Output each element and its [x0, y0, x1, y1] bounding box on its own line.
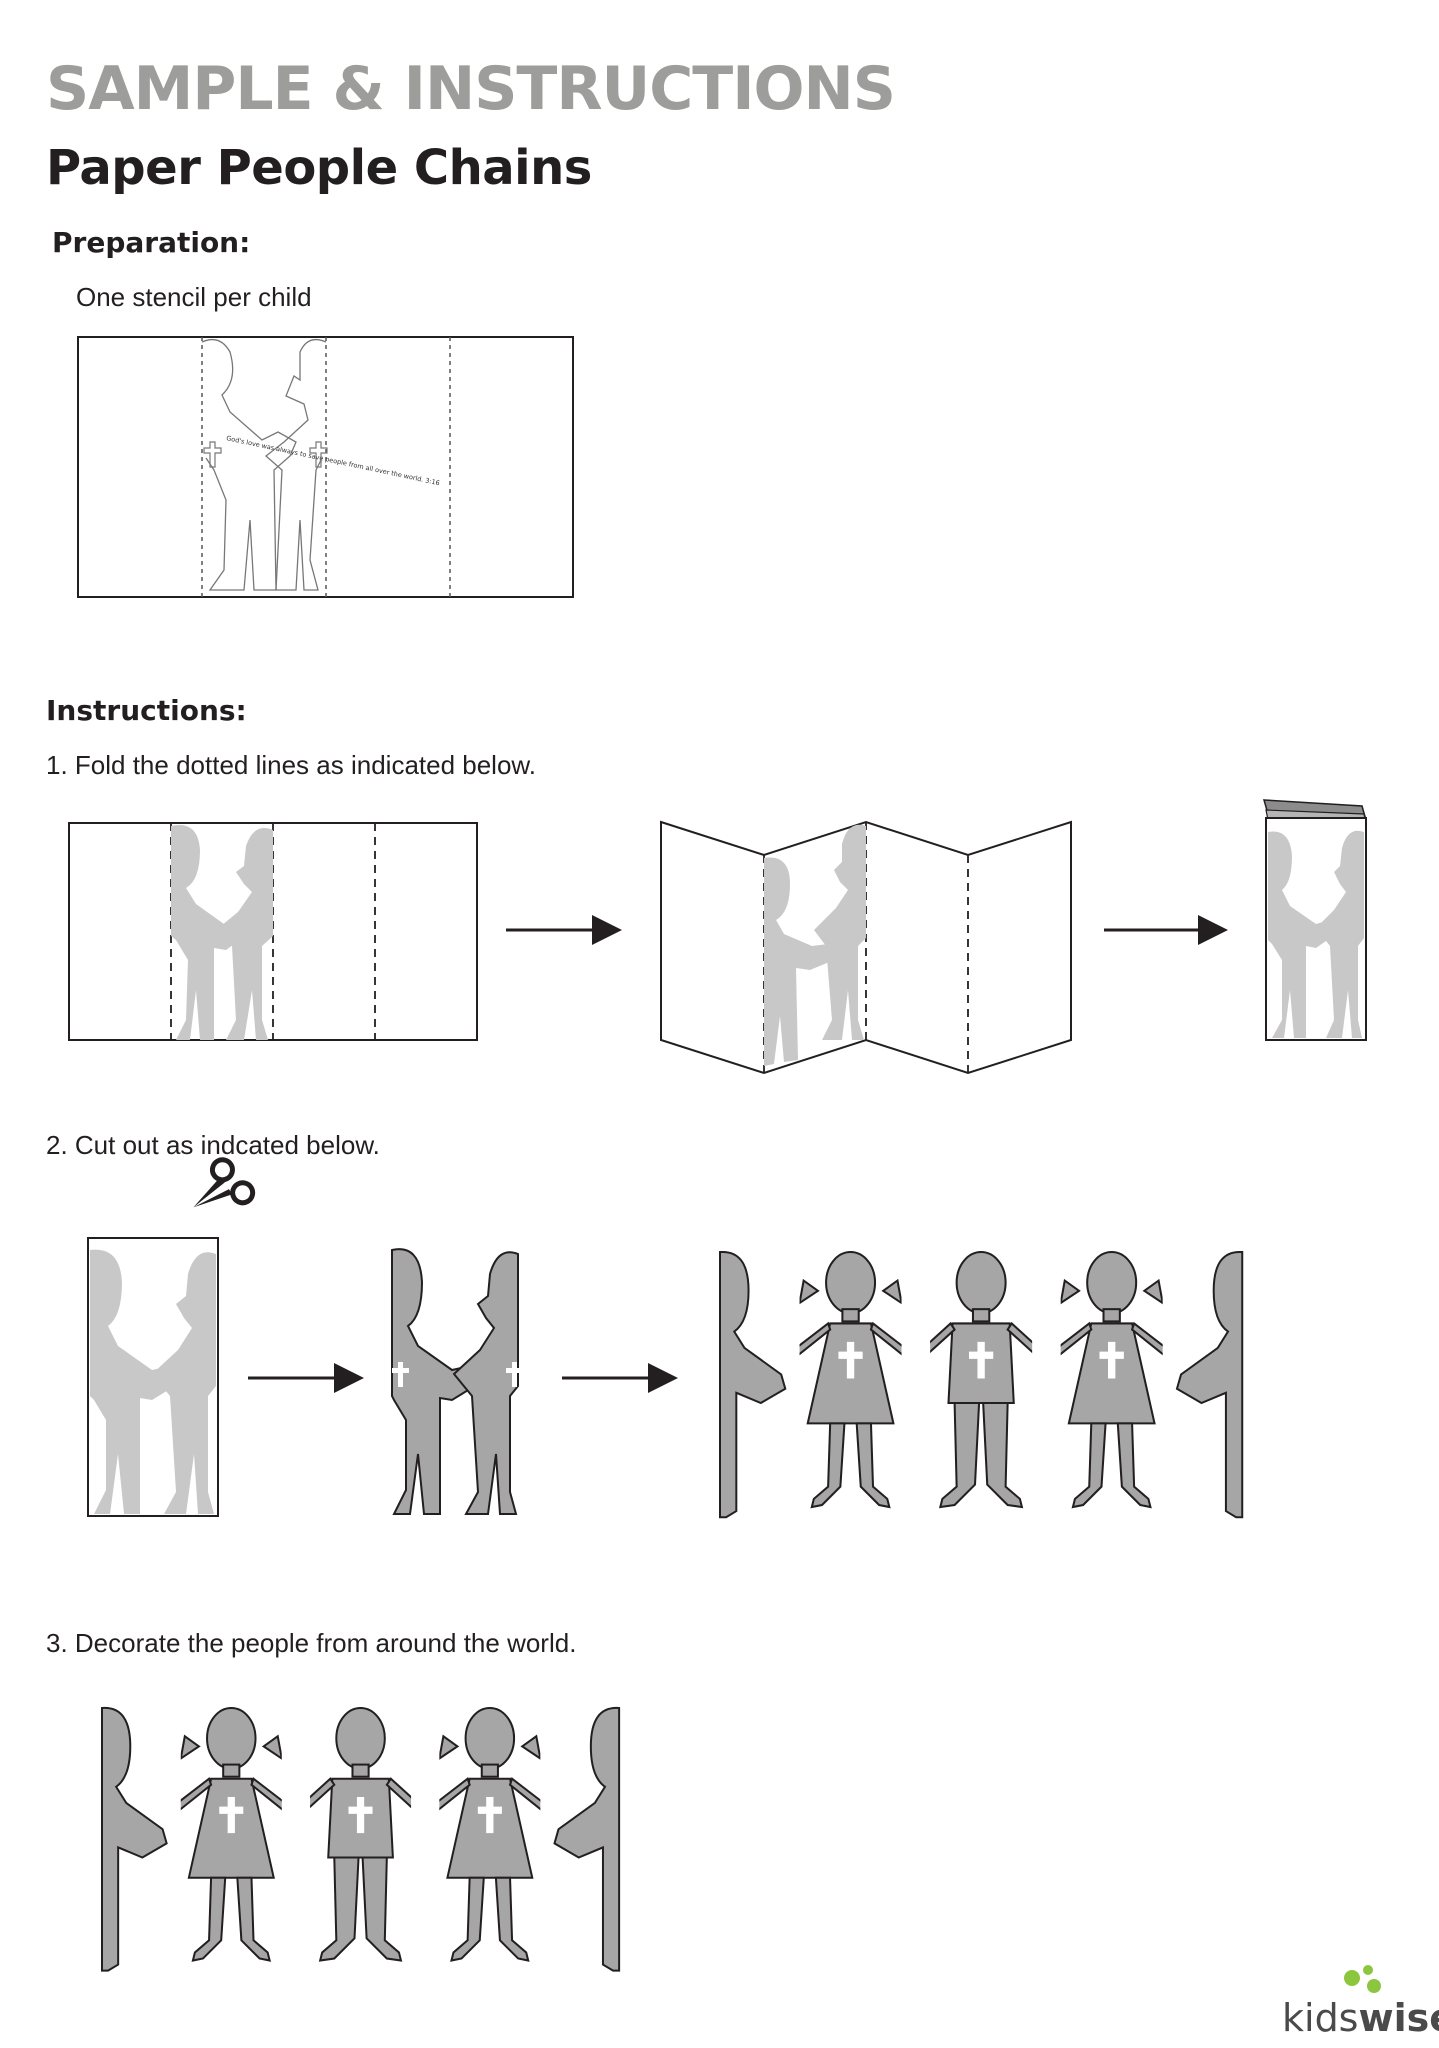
kidswise-logo: kidswise: [1282, 1996, 1439, 2040]
step-2-people-chain: [719, 1251, 1244, 1519]
chain-person-half: [719, 1251, 787, 1519]
step-2-cut-shape: [391, 1248, 523, 1515]
preparation-heading: Preparation:: [52, 226, 251, 259]
instructions-heading: Instructions:: [46, 694, 247, 727]
step-3-people-chain: [101, 1707, 621, 1972]
chain-person-girl: [1060, 1251, 1163, 1509]
step-3-text: 3. Decorate the people from around the w…: [46, 1628, 577, 1658]
chain-person-boy: [930, 1251, 1033, 1509]
page-subtitle: Paper People Chains: [46, 140, 592, 196]
chain-person-half: [1175, 1251, 1244, 1519]
chain-person-half: [553, 1707, 621, 1972]
chain-person-boy: [310, 1707, 412, 1962]
logo-dots: [1344, 1965, 1381, 1993]
step-2-folded-paper: [87, 1237, 219, 1517]
stencil-sheet: God's love was always to save people fro…: [77, 336, 574, 598]
chain-person-girl: [799, 1251, 902, 1509]
page-title: SAMPLE & INSTRUCTIONS: [46, 54, 896, 124]
step-1-zigzag-fold: [660, 820, 1072, 1075]
step-1-text: 1. Fold the dotted lines as indicated be…: [46, 750, 536, 780]
scissors-icon: [193, 1157, 256, 1208]
step-2-text: 2. Cut out as indcated below.: [46, 1130, 380, 1160]
chain-person-girl: [180, 1707, 282, 1962]
step-1-folded-stack: [1262, 799, 1368, 1041]
chain-person-half: [101, 1707, 168, 1972]
chain-person-girl: [439, 1707, 541, 1962]
step-1-flat-sheet: [68, 822, 478, 1041]
preparation-note: One stencil per child: [76, 282, 312, 312]
